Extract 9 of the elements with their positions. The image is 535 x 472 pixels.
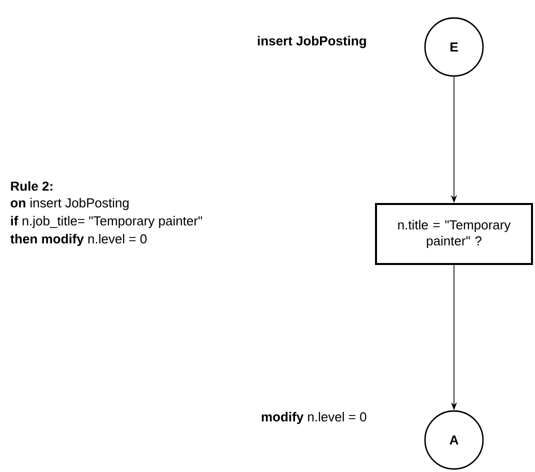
event-label: insert JobPosting — [258, 36, 366, 48]
rule-text: on insert JobPosting — [10, 198, 129, 210]
rule-text: Rule 2: — [11, 181, 52, 191]
circle-node: E — [424, 17, 484, 77]
rule-text: if n.job_title= "Temporary painter" — [11, 216, 202, 228]
decision-box: n.title = "Temporary painter" ? — [375, 203, 533, 265]
action-label: modify n.level = 0 — [262, 412, 366, 424]
rule-text: then modify n.level = 0 — [10, 234, 147, 246]
circle-node: A — [424, 410, 484, 470]
